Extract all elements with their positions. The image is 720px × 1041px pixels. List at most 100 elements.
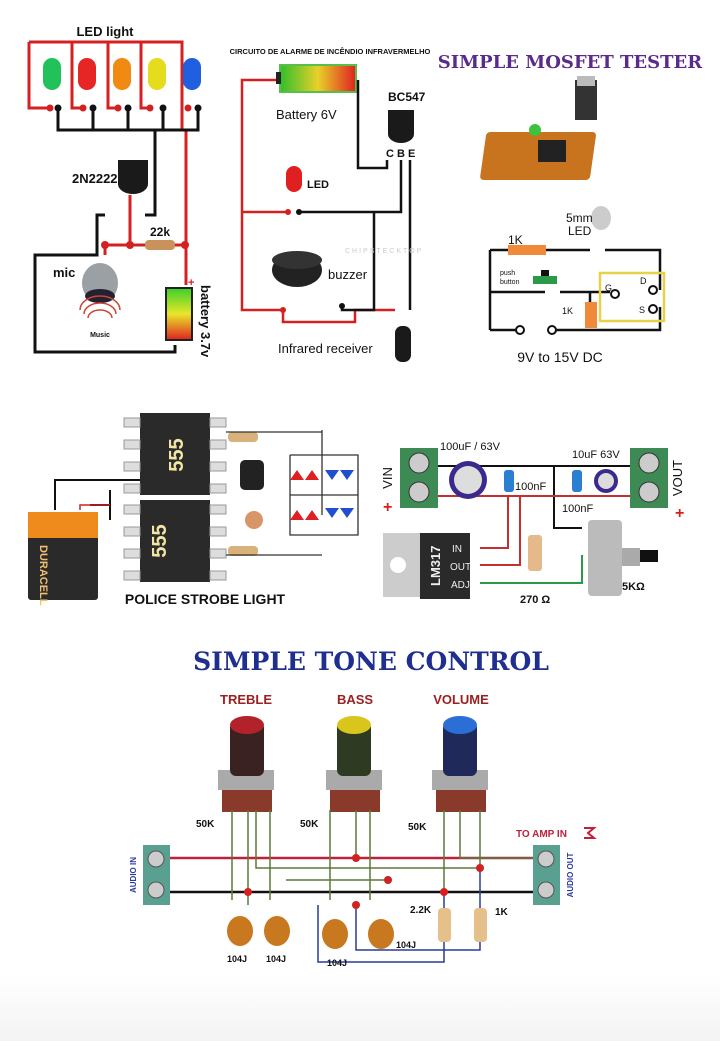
ic-555-top [140,413,210,495]
mosfet-tester-circuit: SIMPLE MOSFET TESTER 1K 1K 5mm LED push … [438,52,704,365]
led-sound-circuit: LED light 2N2222 22k mic Music [27,24,213,358]
mosfet-tester-title: SIMPLE MOSFET TESTER [438,52,704,73]
source-label: S [639,305,645,315]
ic-bottom-label: 555 [149,524,171,557]
sound-waves-icon [79,295,121,319]
led-label-line1: 5mm [566,211,593,225]
volume-label: VOLUME [433,692,489,707]
cap3-label: 10uF 63V [572,449,620,461]
cap3-label: 104J [327,958,347,968]
buzzer-label: buzzer [328,267,368,282]
potentiometer-5k [588,520,622,596]
transistor-label: BC547 [388,90,426,104]
capacitor-100nf-1 [504,470,514,492]
battery-3-7v [165,287,193,341]
pin-adj-label: ADJ [451,580,470,591]
led-red [78,58,96,90]
music-label: Music [90,332,110,339]
ic-label: LM317 [428,546,443,586]
treble-label: TREBLE [220,692,272,707]
supply-label: 9V to 15V DC [517,349,603,365]
r1-label: 1K [508,233,523,247]
watermark: CHIPSTECKTOP [345,248,423,255]
volume-value: 50K [408,822,427,833]
cap2-label: 104J [266,954,286,964]
receiver-label: Infrared receiver [278,341,373,356]
push-button-label-2: button [500,279,520,286]
cap4-label: 104J [396,940,416,950]
led-yellow [148,58,166,90]
led [286,166,302,192]
capacitor-3 [322,919,348,949]
resistor-label: 270 Ω [520,594,550,606]
electrolytic-capacitor [240,460,264,490]
pot-label: 5KΩ [622,581,645,593]
resistor-bottom [228,546,258,556]
police-strobe-title: POLICE STROBE LIGHT [125,591,286,607]
ceramic-capacitor [245,511,263,529]
knob-bass: BASS 50K [300,692,382,830]
transistor-bc547 [388,110,414,143]
mosfet-socket [598,271,666,323]
knob-volume: VOLUME 50K [408,692,489,833]
led-row [43,58,201,90]
pin-in-label: IN [452,544,462,555]
fire-alarm-circuit: CIRCUITO DE ALARME DE INCÊNDIO INFRAVERM… [230,47,431,362]
arrow-icon [584,827,597,839]
cap4-label: 100nF [562,503,593,515]
lm317-ic [420,533,470,599]
r1-label: 2.2K [410,905,432,916]
vout-plus: + [675,505,684,522]
treble-value: 50K [196,819,215,830]
cap1-label: 104J [227,954,247,964]
pin-out-label: OUT [450,562,471,573]
page-footer-background [0,975,720,1041]
led-light-title: LED light [76,24,134,39]
mosfet-photo [575,80,597,120]
vout-label: VOUT [670,460,685,496]
resistor-2-2k [438,908,451,942]
police-strobe-circuit: 555 555 DURACELL POLICE STROBE LIGHT [28,413,359,607]
plus-sign: + [188,277,194,289]
led-orange [113,58,131,90]
infrared-receiver [395,326,411,362]
battery-label: battery 3.7v [198,285,213,358]
pin-labels: C B E [386,148,415,160]
led-label: LED [307,179,329,191]
resistor-1k-top [508,245,546,255]
cap2-label: 100nF [515,481,546,493]
capacitor-1 [227,916,253,946]
bass-label: BASS [337,692,373,707]
fire-alarm-title: CIRCUITO DE ALARME DE INCÊNDIO INFRAVERM… [230,47,431,56]
battery-6v [279,64,357,93]
resistor-1k [474,908,487,942]
led-blue [183,58,201,90]
transistor-label: 2N2222 [72,171,118,186]
push-button [533,276,557,284]
knob-treble: TREBLE 50K [196,692,274,830]
resistor-1k-gate [585,302,597,328]
resistor-270 [528,535,542,571]
capacitor-100nf-2 [572,470,582,492]
audio-in-label: AUDIO IN [129,857,138,893]
r2-label: 1K [562,306,573,316]
led-label-line2: LED [568,224,592,238]
push-button-label-1: push [500,270,515,277]
cap1-label: 100uF / 63V [440,441,501,453]
audio-out-label: AUDIO OUT [566,852,575,897]
mic-label: mic [53,265,75,280]
resistor-22k [145,240,175,250]
battery-label: Battery 6V [276,107,337,122]
battery-brand: DURACELL [37,545,49,606]
capacitor-2 [264,916,290,946]
to-amp-label: TO AMP IN [516,829,567,840]
resistor-label: 22k [150,225,170,239]
capacitor-4 [368,919,394,949]
drain-label: D [640,276,647,286]
transistor-2n2222 [118,160,148,194]
bass-value: 50K [300,819,319,830]
resistor-top [228,432,258,442]
ic-555-bottom [140,500,210,582]
gate-label: G [605,283,612,293]
